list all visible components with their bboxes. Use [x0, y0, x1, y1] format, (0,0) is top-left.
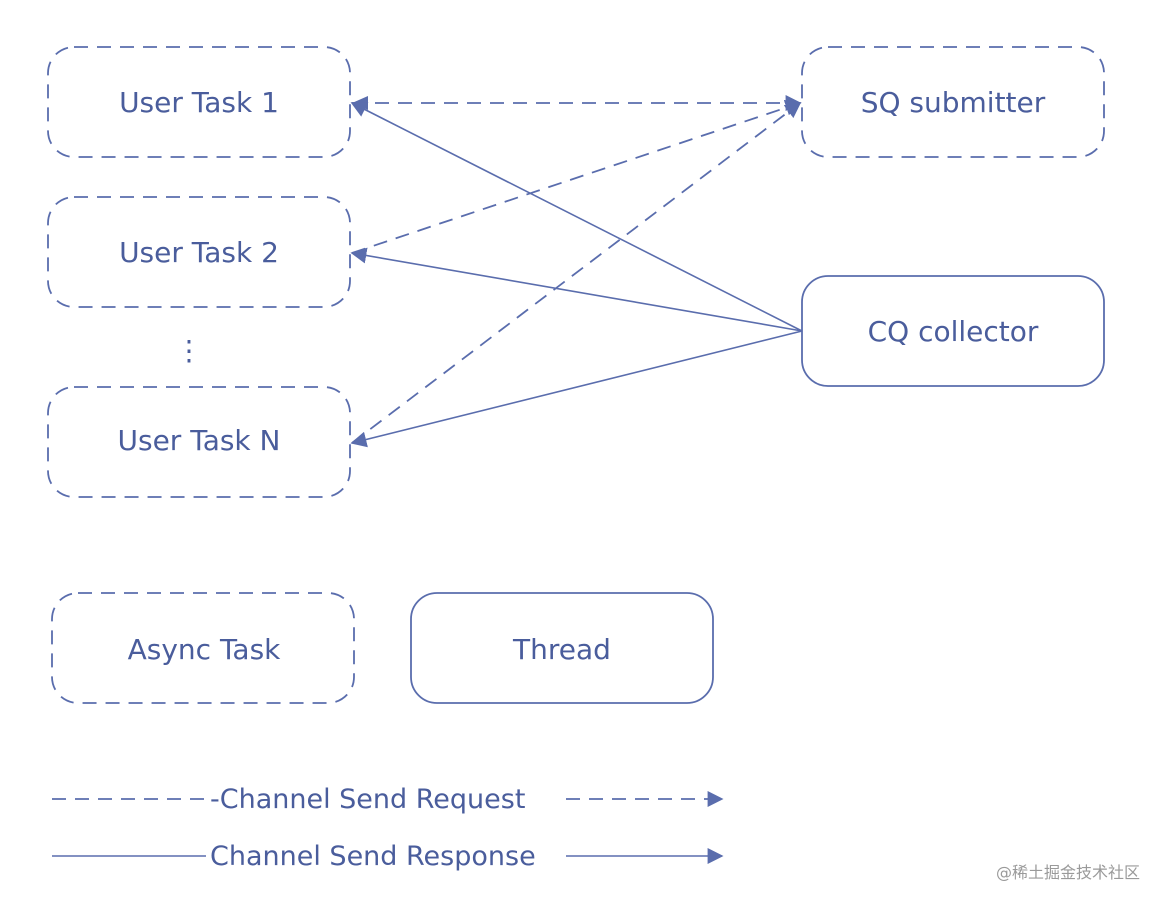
node-thread: Thread	[410, 592, 714, 704]
edge-response-cq-to-task1	[350, 102, 803, 332]
legend-request: -Channel Send Request	[52, 784, 724, 815]
edge-request-taskn-to-sq	[351, 102, 802, 444]
node-user-task-1: User Task 1	[47, 46, 351, 158]
cq-collector-label: CQ collector	[868, 315, 1039, 348]
ellipsis-label: ⋮	[175, 334, 203, 367]
legend-request-label: -Channel Send Request	[210, 784, 525, 815]
legend-response-label: Channel Send Response	[210, 841, 536, 872]
node-cq-collector: CQ collector	[801, 275, 1105, 387]
edge-response-cq-to-taskn	[350, 330, 803, 448]
node-user-task-n: User Task N	[47, 386, 351, 498]
user-task-n-label: User Task N	[118, 424, 281, 457]
user-task-2-label: User Task 2	[119, 236, 279, 269]
user-task-1-label: User Task 1	[119, 86, 279, 119]
legend-response: Channel Send Response	[52, 841, 724, 872]
node-sq-submitter: SQ submitter	[801, 46, 1105, 158]
edge-response-cq-to-task2	[350, 247, 803, 332]
node-user-task-2: User Task 2	[47, 196, 351, 308]
edge-request-task2-to-sq	[351, 99, 802, 254]
node-async-task: Async Task	[51, 592, 355, 704]
sq-submitter-label: SQ submitter	[861, 86, 1046, 119]
async-task-label: Async Task	[128, 633, 282, 666]
watermark-text: @稀土掘金技术社区	[996, 863, 1140, 882]
thread-label: Thread	[512, 633, 611, 666]
